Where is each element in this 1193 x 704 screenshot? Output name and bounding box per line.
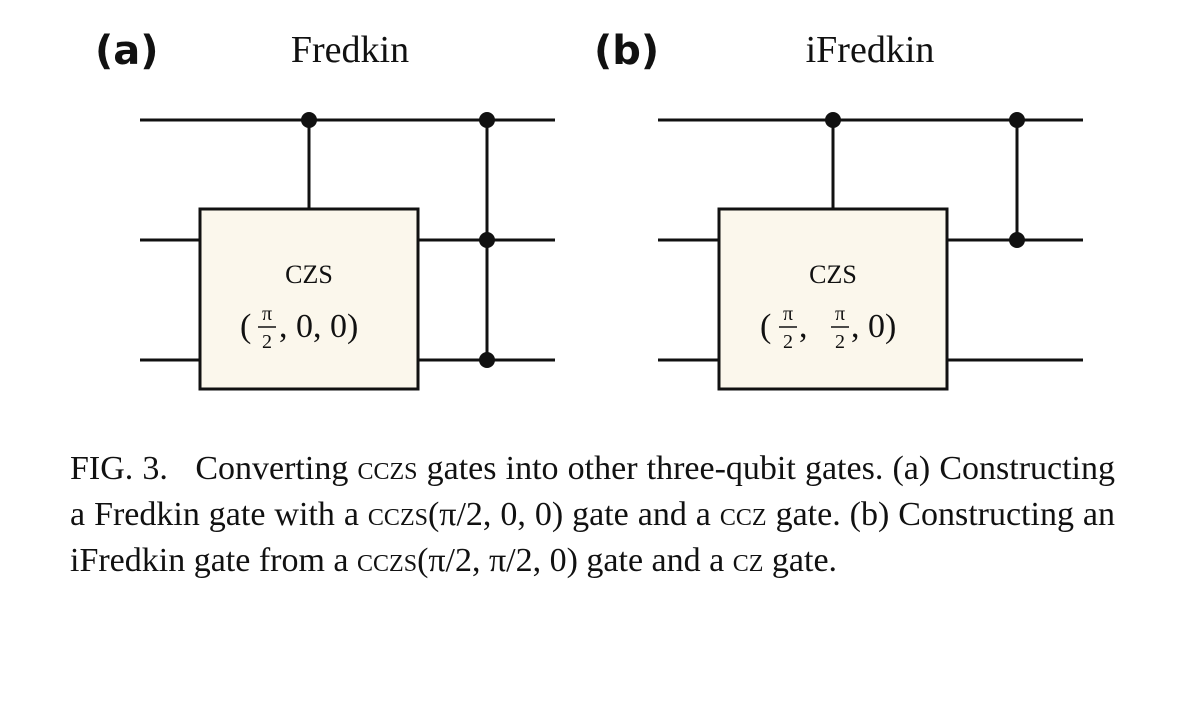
gate-params-rest: , 0) bbox=[851, 308, 896, 345]
gate-params: ( π 2 , 0, 0) bbox=[240, 303, 358, 353]
frac-numerator: π bbox=[262, 303, 272, 325]
ccz-dot-1 bbox=[479, 112, 495, 128]
cz-dot-1 bbox=[1009, 112, 1025, 128]
gate-params-rest: , 0, 0) bbox=[279, 308, 358, 345]
caption-text-6: gate. bbox=[771, 542, 838, 579]
caption-gate-ccz: ccz bbox=[719, 496, 767, 533]
caption-text-2: gates into other three-qubit gates. (a) … bbox=[70, 450, 1115, 533]
ccz-dot-3 bbox=[479, 352, 495, 368]
caption-gate-cczs: cczs bbox=[357, 542, 418, 579]
cz-dot-2 bbox=[1009, 232, 1025, 248]
caption-text-1: Converting bbox=[195, 450, 349, 487]
figure-caption: FIG. 3. Converting cczs gates into other… bbox=[70, 446, 1115, 584]
control-dot bbox=[825, 112, 841, 128]
circuit-figure: (a) Fredkin CZS ( π 2 , 0, 0) (b) iFredk… bbox=[95, 28, 1083, 391]
caption-gate-cczs: cczs bbox=[357, 450, 418, 487]
panel-a-title: Fredkin bbox=[291, 29, 409, 71]
frac1-numerator: π bbox=[783, 303, 793, 325]
frac1-denominator: 2 bbox=[783, 331, 793, 353]
panel-b-label: (b) bbox=[594, 28, 659, 74]
caption-text-5: (π/2, π/2, 0) gate and a bbox=[417, 542, 725, 579]
caption-text-4: gate. (b) Constructing an iFredkin gate … bbox=[70, 496, 1116, 579]
caption-text-3: (π/2, 0, 0) gate and a bbox=[427, 496, 711, 533]
frac2-numerator: π bbox=[835, 303, 845, 325]
gate-params-open: ( bbox=[760, 308, 771, 345]
param-comma: , bbox=[799, 308, 808, 345]
gate-name: CZS bbox=[809, 260, 857, 289]
ccz-dot-2 bbox=[479, 232, 495, 248]
frac-denominator: 2 bbox=[262, 331, 272, 353]
gate-name: CZS bbox=[285, 260, 333, 289]
panel-b-title: iFredkin bbox=[806, 29, 935, 71]
czs-gate-box bbox=[198, 207, 420, 391]
gate-params-open: ( bbox=[240, 308, 251, 345]
panel-a-label: (a) bbox=[95, 28, 159, 74]
panel-b: (b) iFredkin CZS ( π 2 , π 2 , 0) bbox=[594, 28, 1083, 391]
czs-gate-box bbox=[717, 207, 949, 391]
caption-label: FIG. 3. bbox=[70, 450, 168, 487]
frac2-denominator: 2 bbox=[835, 331, 845, 353]
control-dot bbox=[301, 112, 317, 128]
caption-gate-cz: cz bbox=[732, 542, 764, 579]
gate-params: ( π 2 , π 2 , 0) bbox=[760, 303, 896, 353]
panel-a: (a) Fredkin CZS ( π 2 , 0, 0) bbox=[95, 28, 555, 391]
caption-gate-cczs: cczs bbox=[367, 496, 428, 533]
